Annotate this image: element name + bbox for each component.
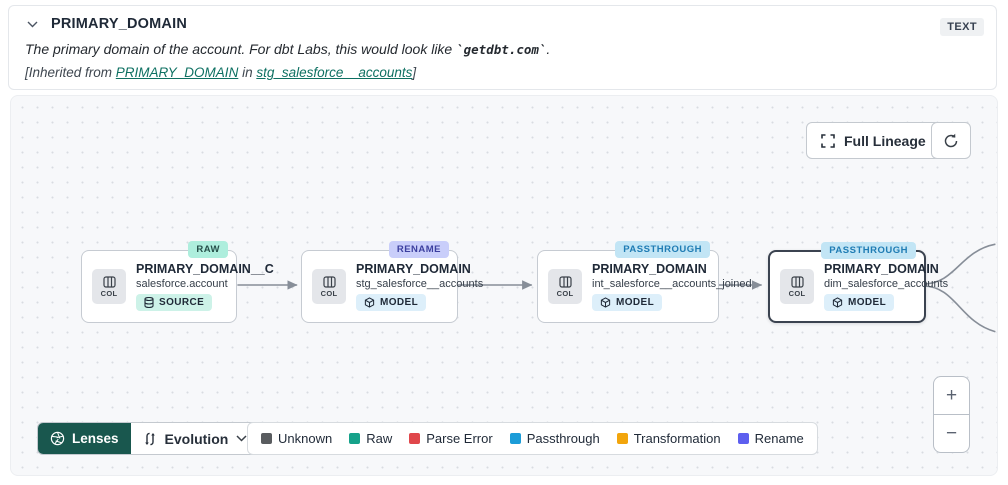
inherited-column-link[interactable]: PRIMARY_DOMAIN — [115, 65, 239, 80]
column-name-title: PRIMARY_DOMAIN — [51, 16, 187, 32]
lineage-node-stg[interactable]: RENAME COL PRIMARY_DOMAIN stg_salesforce… — [301, 241, 484, 323]
node-column-name: PRIMARY_DOMAIN — [824, 262, 939, 276]
database-icon — [144, 297, 154, 308]
column-icon: COL — [548, 269, 582, 304]
zoom-divider — [934, 414, 969, 415]
collapse-chevron-icon[interactable] — [23, 15, 41, 33]
inherited-middle: in — [238, 65, 257, 80]
lens-select-dropdown[interactable]: Evolution — [130, 423, 260, 454]
legend-swatch — [737, 433, 749, 444]
data-type-badge: TEXT — [940, 18, 984, 36]
node-model-name: dim_salesforce_accounts — [824, 278, 949, 290]
zoom-out-button[interactable]: − — [934, 415, 969, 452]
lens-selected-label: Evolution — [164, 430, 229, 447]
inherited-prefix: [Inherited from — [25, 65, 116, 80]
lenses-bar: Lenses Evolution — [37, 422, 261, 455]
resource-type-badge: MODEL — [592, 294, 663, 311]
legend-label: Parse Error — [426, 431, 493, 446]
col-chip-label: COL — [320, 288, 338, 298]
node-column-name: PRIMARY_DOMAIN — [356, 262, 471, 276]
column-icon: COL — [312, 269, 346, 304]
evolution-icon — [144, 432, 155, 445]
lenses-button[interactable]: Lenses — [38, 423, 131, 454]
column-description: The primary domain of the account. For d… — [25, 41, 982, 57]
status-badge: RAW — [188, 241, 228, 258]
legend-swatch — [509, 433, 521, 444]
legend-swatch — [261, 433, 272, 444]
chevron-down-icon — [236, 435, 247, 442]
column-icon: COL — [92, 269, 126, 304]
full-lineage-label: Full Lineage — [844, 132, 926, 149]
status-badge: PASSTHROUGH — [615, 241, 710, 258]
lens-aperture-icon — [50, 431, 65, 446]
legend-item: Rename — [737, 431, 804, 446]
resource-type-label: MODEL — [616, 297, 655, 308]
lineage-node-source[interactable]: RAW COL PRIMARY_DOMAIN__C salesforce.acc… — [81, 241, 274, 323]
legend-label: Unknown — [278, 431, 333, 446]
lenses-label: Lenses — [72, 431, 119, 446]
resource-type-label: MODEL — [848, 297, 887, 308]
legend-item: Raw — [349, 431, 392, 446]
zoom-in-button[interactable]: + — [934, 377, 969, 414]
legend-label: Transformation — [633, 431, 721, 446]
lineage-canvas[interactable]: RAW COL PRIMARY_DOMAIN__C salesforce.acc… — [10, 95, 998, 476]
lineage-node-int[interactable]: PASSTHROUGH COL PRIMARY_DOMAIN int_sales… — [537, 241, 752, 323]
model-cube-icon — [832, 297, 843, 308]
legend-swatch — [409, 433, 421, 444]
expand-icon — [821, 133, 835, 148]
status-badge: PASSTHROUGH — [821, 242, 916, 259]
zoom-controls: + − — [933, 376, 970, 453]
column-details-card: PRIMARY_DOMAIN TEXT The primary domain o… — [8, 5, 997, 90]
legend-item: Unknown — [261, 431, 332, 446]
legend-item: Passthrough — [509, 431, 600, 446]
legend-item: Transformation — [616, 431, 721, 446]
column-icon: COL — [780, 269, 814, 304]
lineage-node-dim-selected[interactable]: PASSTHROUGH COL PRIMARY_DOMAIN dim_sales… — [768, 242, 949, 323]
model-cube-icon — [600, 297, 611, 308]
resource-type-label: MODEL — [380, 297, 419, 308]
model-cube-icon — [364, 297, 375, 308]
full-lineage-button[interactable]: Full Lineage — [806, 122, 941, 159]
col-chip-label: COL — [788, 288, 806, 298]
description-suffix: . — [546, 41, 551, 57]
inherited-suffix: ] — [412, 65, 417, 80]
inherited-model-link[interactable]: stg_salesforce__accounts — [256, 65, 413, 80]
resource-type-label: SOURCE — [159, 297, 205, 308]
inherited-from-note: [Inherited from PRIMARY_DOMAIN in stg_sa… — [25, 65, 982, 80]
legend-item: Parse Error — [409, 431, 493, 446]
legend-label: Passthrough — [526, 431, 600, 446]
node-column-name: PRIMARY_DOMAIN__C — [136, 262, 274, 276]
resource-type-badge: MODEL — [824, 294, 895, 311]
node-column-name: PRIMARY_DOMAIN — [592, 262, 707, 276]
resource-type-badge: MODEL — [356, 294, 427, 311]
legend-swatch — [616, 433, 628, 444]
lens-legend: Unknown Raw Parse Error Passthrough Tran… — [247, 422, 818, 455]
status-badge: RENAME — [388, 241, 449, 258]
legend-label: Raw — [366, 431, 393, 446]
col-chip-label: COL — [556, 288, 574, 298]
resource-type-badge: SOURCE — [136, 294, 213, 311]
col-chip-label: COL — [100, 288, 118, 298]
description-text: The primary domain of the account. For d… — [25, 41, 457, 57]
legend-label: Rename — [754, 431, 804, 446]
description-code: `getdbt.com` — [456, 42, 547, 57]
node-model-name: salesforce.account — [136, 278, 228, 290]
node-model-name: int_salesforce__accounts_joined — [592, 278, 752, 290]
node-model-name: stg_salesforce__accounts — [356, 278, 484, 290]
refresh-icon — [944, 133, 958, 147]
legend-swatch — [349, 433, 361, 444]
refresh-button[interactable] — [931, 122, 971, 159]
